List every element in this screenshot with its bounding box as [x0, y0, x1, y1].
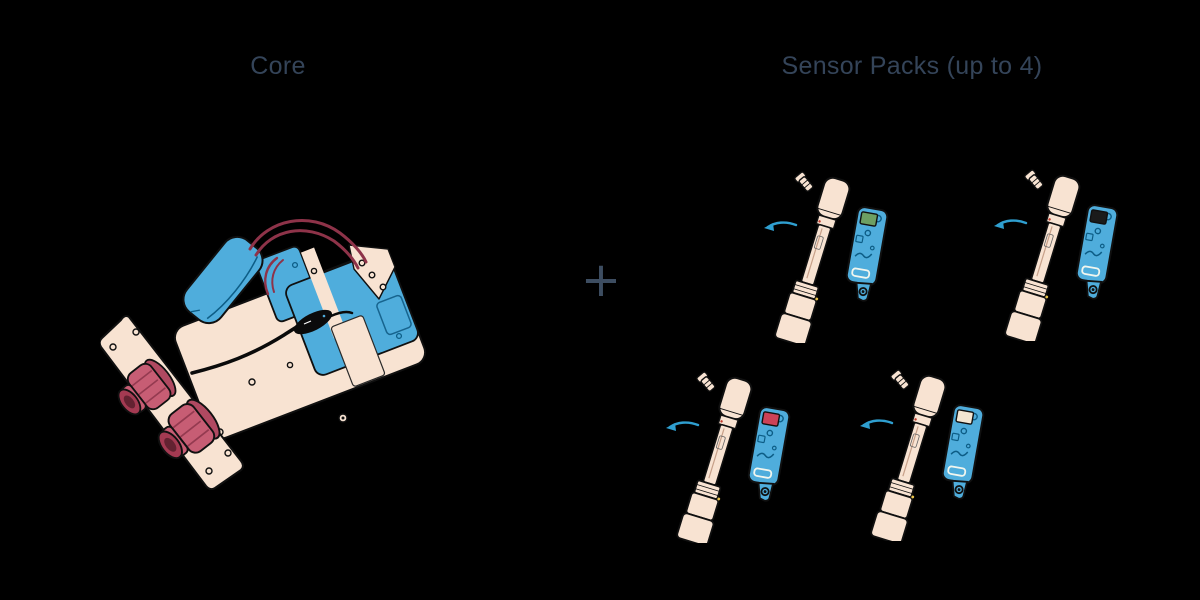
plate-screws — [109, 328, 232, 475]
sensor-pack-illustration — [666, 371, 791, 547]
plus-sign: + — [580, 252, 622, 308]
sensor-cable — [190, 309, 354, 375]
cable-gland — [117, 358, 177, 416]
direction-arrow-icon — [860, 419, 894, 429]
cable-connector — [293, 309, 333, 335]
core-illustration — [100, 219, 427, 490]
device-screen — [1089, 209, 1109, 225]
sensor-device — [747, 406, 791, 502]
sensor-pack-illustration — [764, 171, 889, 347]
cable-gland — [157, 398, 221, 460]
sensor-pack-1 — [760, 168, 935, 347]
sensor-packs-title: Sensor Packs (up to 4) — [781, 52, 1043, 80]
direction-arrow-icon — [994, 219, 1028, 229]
battery-wires — [248, 219, 368, 296]
sensor-pack-3 — [662, 368, 837, 547]
screw-peg — [696, 371, 716, 392]
screw-peg — [890, 369, 910, 390]
device-screen — [761, 411, 781, 427]
probe — [870, 374, 947, 545]
sensor-pack-illustration — [994, 169, 1119, 345]
probe — [1004, 174, 1081, 345]
sensor-pack-4 — [856, 366, 1031, 545]
direction-arrow-icon — [764, 221, 798, 231]
cable-glands — [117, 358, 221, 460]
core-title: Core — [250, 52, 306, 80]
device-screen — [955, 409, 975, 425]
device-screen — [859, 211, 879, 227]
probe — [774, 176, 851, 347]
sensor-device — [1075, 204, 1119, 300]
sensor-pack-illustration — [860, 369, 985, 545]
direction-arrow-icon — [666, 421, 700, 431]
sensor-device — [845, 206, 889, 302]
sensor-device — [941, 404, 985, 500]
sensor-pack-2 — [990, 166, 1165, 345]
screw-peg — [794, 171, 814, 192]
probe — [676, 376, 753, 547]
screw-peg — [1024, 169, 1044, 190]
